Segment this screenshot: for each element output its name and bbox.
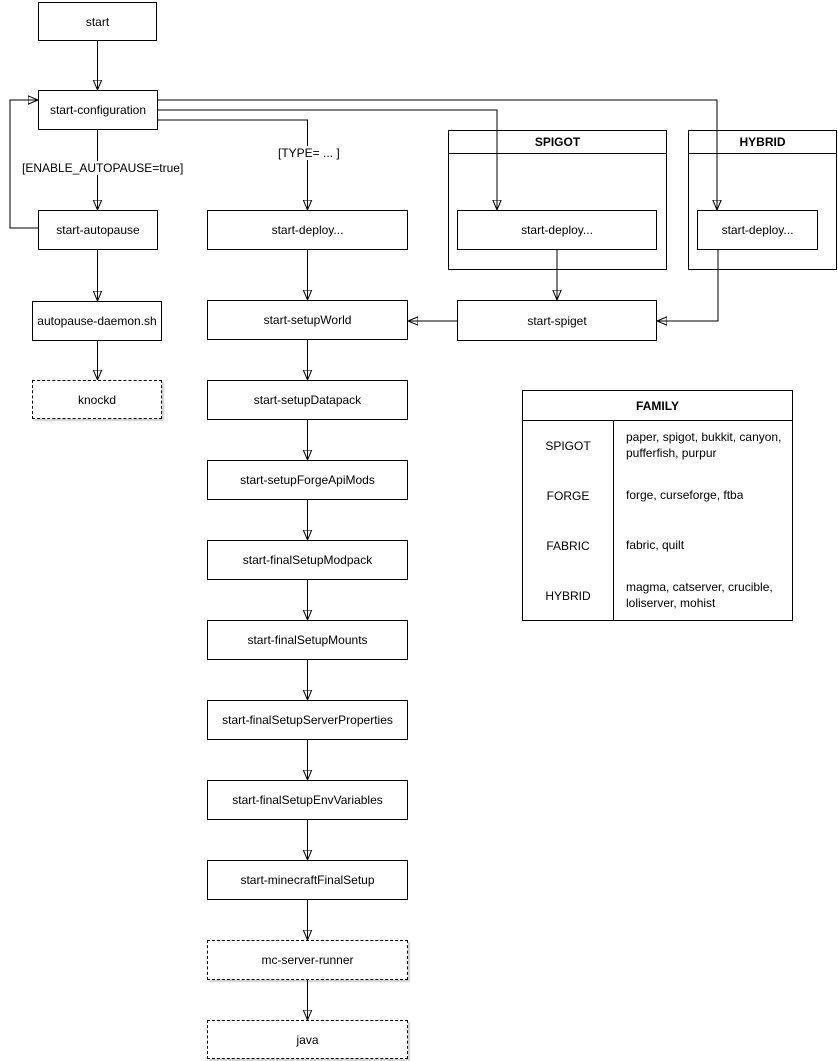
family-servers-hybrid: magma, catserver, crucible, loliserver, … <box>626 580 773 610</box>
family-servers-spigot: paper, spigot, bukkit, canyon, pufferfis… <box>626 430 782 460</box>
node-start-deploy: start-deploy... <box>207 210 408 250</box>
node-start-setupdatapack: start-setupDatapack <box>207 380 408 420</box>
family-row-spigot: SPIGOT paper, spigot, bukkit, canyon, pu… <box>523 421 792 471</box>
node-start: start <box>38 2 157 41</box>
edge-configuration-to-deploy <box>158 119 308 210</box>
node-start-minecraftfinalsetup: start-minecraftFinalSetup <box>207 860 408 900</box>
family-table-title: FAMILY <box>523 391 792 421</box>
family-name-spigot: SPIGOT <box>523 421 614 471</box>
edge-label-enable-autopause: [ENABLE_AUTOPAUSE=true] <box>21 161 185 175</box>
container-spigot-title: SPIGOT <box>449 131 666 154</box>
edge-configuration-to-spigot-deploy <box>158 109 497 210</box>
edge-configuration-to-hybrid-deploy <box>158 99 717 210</box>
node-autopause-daemon: autopause-daemon.sh <box>32 301 162 341</box>
node-start-finalsetupmounts: start-finalSetupMounts <box>207 620 408 660</box>
edge-autopause-loop-to-configuration <box>9 100 38 229</box>
node-spigot-start-deploy: start-deploy... <box>457 210 657 250</box>
node-mc-server-runner: mc-server-runner <box>207 940 408 980</box>
edge-label-type-condition: [TYPE= ... ] <box>277 146 341 160</box>
family-servers-forge: forge, curseforge, ftba <box>626 488 744 503</box>
family-table: FAMILY SPIGOT paper, spigot, bukkit, can… <box>522 390 793 621</box>
node-start-autopause: start-autopause <box>38 210 158 250</box>
family-name-hybrid: HYBRID <box>523 571 614 621</box>
container-hybrid-title: HYBRID <box>689 131 836 154</box>
node-knockd: knockd <box>32 380 162 419</box>
node-start-spiget: start-spiget <box>457 300 657 341</box>
family-name-forge: FORGE <box>523 471 614 521</box>
node-java: java <box>207 1020 408 1059</box>
family-servers-fabric: fabric, quilt <box>626 538 685 553</box>
node-start-finalsetupenvvariables: start-finalSetupEnvVariables <box>207 780 408 820</box>
node-start-configuration: start-configuration <box>38 90 158 130</box>
node-start-finalsetupmodpack: start-finalSetupModpack <box>207 540 408 580</box>
family-row-forge: FORGE forge, curseforge, ftba <box>523 471 792 521</box>
node-hybrid-start-deploy: start-deploy... <box>697 210 818 250</box>
family-row-hybrid: HYBRID magma, catserver, crucible, lolis… <box>523 571 792 621</box>
node-start-setupworld: start-setupWorld <box>207 300 408 340</box>
node-start-finalsetupserverproperties: start-finalSetupServerProperties <box>207 700 408 740</box>
family-name-fabric: FABRIC <box>523 521 614 571</box>
family-row-fabric: FABRIC fabric, quilt <box>523 521 792 571</box>
edge-hybrid-deploy-to-spiget <box>657 250 719 321</box>
node-start-setupforgeapimods: start-setupForgeApiMods <box>207 460 408 500</box>
